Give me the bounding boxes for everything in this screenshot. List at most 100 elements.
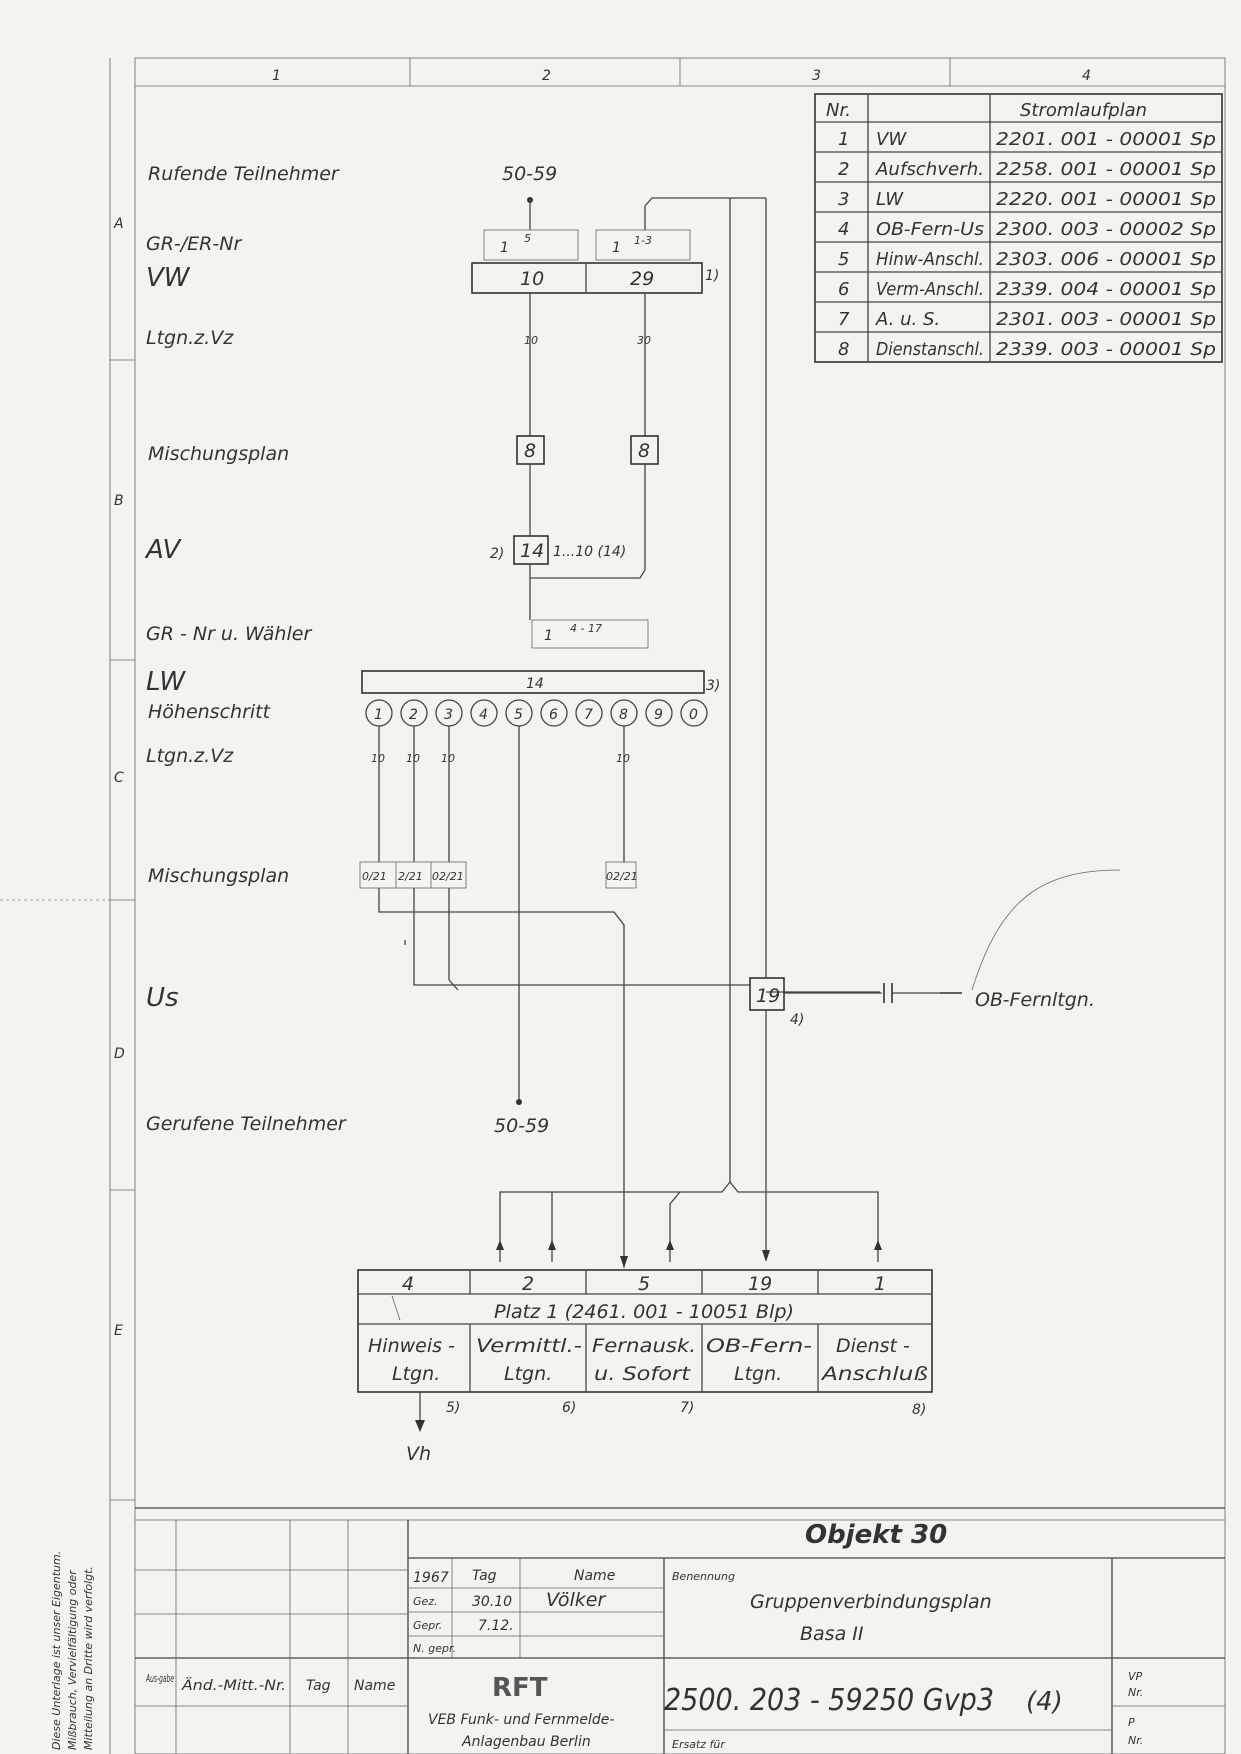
label-grer-nr: GR-/ER-Nr — [146, 233, 242, 255]
stromlauf-name: LW — [876, 189, 904, 210]
row-label-e: E — [114, 1323, 123, 1339]
lw-gr-box — [531, 619, 649, 649]
col-label-2: 2 — [542, 68, 551, 84]
gr-box-2-sub: 1-3 — [634, 234, 652, 247]
row-label-d: D — [114, 1046, 125, 1062]
objekt-title: Objekt 30 — [805, 1520, 947, 1550]
us-value: 19 — [756, 985, 780, 1007]
stromlauf-name: Verm-Anschl. — [876, 279, 984, 300]
note-8: 8) — [912, 1402, 926, 1418]
stromlauf-code: 2300. 003 - 00002 Sp — [996, 219, 1216, 240]
note-1: 1) — [705, 268, 719, 284]
platz-cell-l1: Vermittl.- — [476, 1335, 582, 1357]
vw-left-value: 10 — [520, 268, 544, 290]
tb-gez-name: Völker — [546, 1589, 606, 1611]
tb-tag: Tag — [306, 1678, 331, 1694]
platz-count: 5 — [638, 1273, 650, 1295]
ltgn-lw: 10 — [441, 752, 455, 765]
label-ob-fernltgn: OB-Fernltgn. — [975, 989, 1095, 1011]
label-vw: VW — [146, 263, 191, 293]
tb-nr-2: Nr. — [1128, 1734, 1143, 1747]
stromlauf-name: VW — [876, 129, 907, 150]
platz-cell-l2: Anschluß — [820, 1363, 928, 1385]
vw-right-value: 29 — [630, 268, 654, 290]
label-gerufene-teilnehmer: Gerufene Teilnehmer — [146, 1113, 347, 1135]
side-note-3: Mitteilung an Dritte wird verfolgt. — [82, 1566, 95, 1750]
us-box — [749, 977, 785, 1011]
stromlauf-nr: 7 — [838, 309, 850, 330]
tb-aend-mitt: Änd.-Mitt.-Nr. — [181, 1676, 286, 1694]
tb-tag-header: Tag — [472, 1568, 497, 1584]
tb-benennung: Benennung — [672, 1570, 735, 1583]
tb-firm-1: VEB Funk- und Fernmelde- — [428, 1712, 614, 1728]
stromlauf-code: 2258. 001 - 00001 Sp — [996, 159, 1216, 180]
hoehenschritt: 5 — [514, 707, 523, 723]
col-label-4: 4 — [1082, 68, 1091, 84]
ltgn-lw: 10 — [371, 752, 385, 765]
gr-box-2-value: 1 — [612, 240, 621, 256]
row-label-a: A — [113, 216, 124, 232]
av-box — [513, 535, 549, 565]
note-4: 4) — [790, 1012, 804, 1028]
lw-gr-value: 1 — [544, 628, 553, 644]
hoehenschritt: 3 — [444, 707, 453, 723]
tb-ersatz: Ersatz für — [672, 1738, 726, 1751]
tb-name-header: Name — [574, 1568, 615, 1584]
tb-drawing-number: 2500. 203 - 59250 Gvp3 — [664, 1683, 994, 1718]
hoehenschritt-row: 1 2 3 4 5 6 7 8 9 0 — [365, 699, 708, 727]
stromlauf-code: 2220. 001 - 00001 Sp — [996, 189, 1216, 210]
tb-gepr-tag: 7.12. — [478, 1618, 514, 1634]
label-hoehenschritt: Höhenschritt — [148, 701, 272, 723]
platz-cell-l1: Hinweis - — [368, 1335, 455, 1357]
hoehenschritt: 0 — [689, 707, 698, 723]
hoehenschritt: 1 — [374, 707, 383, 723]
stromlauf-nr: 5 — [838, 249, 849, 270]
stromlauf-table: Nr. Stromlaufplan 1 VW 2201. 001 - 00001… — [814, 93, 1223, 363]
tb-name: Name — [354, 1678, 395, 1694]
label-ltgn-vz-2: Ltgn.z.Vz — [146, 745, 234, 767]
stromlauf-name: OB-Fern-Us — [876, 219, 984, 240]
label-lw: LW — [146, 667, 186, 697]
tb-gez: Gez. — [413, 1595, 438, 1608]
col-label-3: 3 — [812, 68, 821, 84]
side-note-2: Mißbrauch, Vervielfältigung oder — [66, 1569, 79, 1750]
stromlauf-nr: 8 — [838, 339, 849, 360]
label-gr-nr-waehler: GR - Nr u. Wähler — [146, 623, 312, 645]
stromlauf-nr: 4 — [838, 219, 849, 240]
misch-lw: 02/21 — [606, 870, 638, 883]
label-ltgn-vz-1: Ltgn.z.Vz — [146, 327, 234, 349]
stromlauf-nr: 3 — [838, 189, 849, 210]
misch-vw-right: 8 — [638, 440, 650, 462]
platz-title: Platz 1 (2461. 001 - 10051 Blp) — [494, 1301, 794, 1323]
stromlauf-name: A. u. S. — [875, 309, 940, 330]
stromlauf-code: 2339. 003 - 00001 Sp — [996, 339, 1216, 360]
note-7: 7) — [680, 1400, 694, 1416]
stromlauf-name: Dienstanschl. — [876, 339, 984, 360]
label-mischungsplan-2: Mischungsplan — [148, 865, 289, 887]
tb-year: 1967 — [413, 1570, 449, 1586]
stromlauf-code: 2201. 001 - 00001 Sp — [996, 129, 1216, 150]
stromlauf-nr: 1 — [838, 129, 849, 150]
row-label-b: B — [114, 493, 124, 509]
tb-gepr: Gepr. — [413, 1619, 442, 1632]
side-note: Diese Unterlage ist unser Eigentum. Mißb… — [50, 1551, 95, 1750]
stromlauf-nr: 6 — [838, 279, 849, 300]
side-note-1: Diese Unterlage ist unser Eigentum. — [50, 1551, 63, 1750]
lw-value: 14 — [526, 676, 544, 692]
note-6: 6) — [562, 1400, 576, 1416]
platz-count: 19 — [748, 1273, 772, 1295]
av-range: 1...10 (14) — [553, 544, 626, 560]
tb-title-1: Gruppenverbindungsplan — [750, 1591, 992, 1613]
platz-cell-l2: u. Sofort — [594, 1363, 692, 1385]
platz-cell-l2: Ltgn. — [734, 1363, 782, 1385]
misch-lw: 0/21 — [362, 870, 387, 883]
gr-box-1-value: 1 — [500, 240, 509, 256]
stromlauf-code: 2339. 004 - 00001 Sp — [996, 279, 1216, 300]
tb-nr: Nr. — [1128, 1686, 1143, 1699]
tb-ausgabe: Aus-gabe — [145, 1672, 174, 1685]
ltgn-lw: 10 — [406, 752, 420, 765]
note-5: 5) — [446, 1400, 460, 1416]
tb-vp: VP — [1128, 1670, 1143, 1683]
stromlauf-header-nr: Nr. — [826, 100, 851, 121]
hoehenschritt: 4 — [479, 707, 488, 723]
